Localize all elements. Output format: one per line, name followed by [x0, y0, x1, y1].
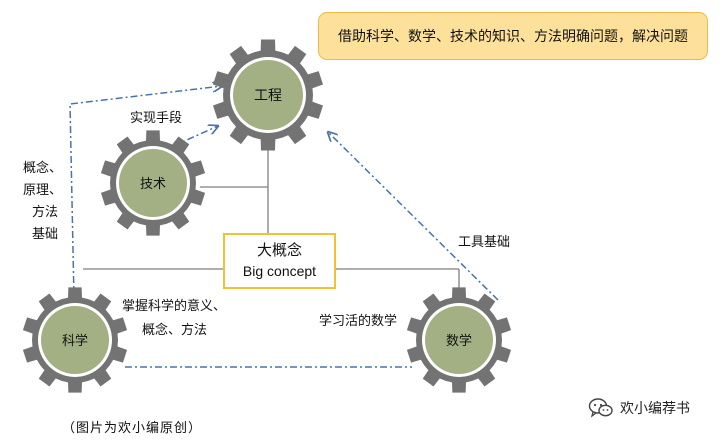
- gear-label-math: 数学: [446, 333, 472, 349]
- gear-label-technology: 技术: [140, 177, 166, 192]
- big-concept-en: Big concept: [242, 263, 317, 279]
- big-concept-zh: 大概念: [256, 241, 302, 259]
- gear-label-science: 科学: [62, 333, 88, 349]
- label-science-basis: 概念、 原理、 方法 基础: [23, 158, 62, 246]
- arrow-math-to-engineering: [328, 132, 499, 301]
- wechat-icon: [588, 398, 613, 418]
- label-grasp-science: 掌握科学的意义、 概念、方法: [122, 295, 226, 343]
- watermark: 欢小编荐书: [588, 397, 690, 419]
- science-basis-line: 方法: [32, 205, 59, 220]
- watermark-text: 欢小编荐书: [620, 401, 690, 417]
- gear-label-engineering: 工程: [254, 88, 282, 104]
- image-caption: （图片为欢小编原创）: [62, 421, 203, 436]
- grasp-line: 掌握科学的意义、: [122, 299, 227, 314]
- science-basis-line: 基础: [32, 227, 59, 242]
- gear-hub: [425, 306, 493, 374]
- gear-technology: [100, 130, 206, 236]
- grasp-line: 概念、方法: [142, 323, 208, 338]
- gear-hub: [119, 149, 187, 217]
- goal-callout: 借助科学、数学、技术的知识、方法明确问题，解决问题: [318, 12, 708, 60]
- arrow-science-to-engineering: [69, 86, 222, 299]
- science-basis-line: 概念、: [23, 161, 63, 176]
- gear-engineering: [212, 39, 324, 151]
- callout-text: 借助科学、数学、技术的知识、方法明确问题，解决问题: [338, 29, 688, 45]
- gear-hub: [233, 60, 303, 130]
- science-basis-line: 原理、: [23, 183, 63, 198]
- gear-hub: [41, 306, 109, 374]
- label-tech-means: 实现手段: [130, 111, 183, 126]
- gear-science: [22, 287, 128, 393]
- gear-math: [406, 287, 512, 393]
- label-tool-basis: 工具基础: [458, 235, 511, 250]
- label-living-math: 学习活的数学: [319, 314, 398, 329]
- big-concept-box: 大概念 Big concept: [223, 233, 336, 289]
